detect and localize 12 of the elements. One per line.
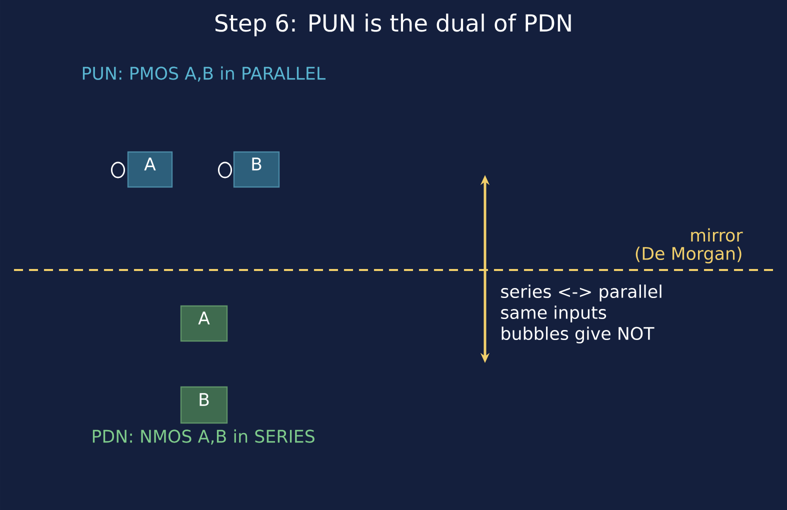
pmos-box: A — [127, 151, 173, 188]
note-text: same inputs — [501, 306, 606, 322]
pmos-box: B — [233, 151, 280, 188]
mirror-note: mirror — [691, 228, 743, 242]
network-label: PUN: PMOS A,B in PARALLEL — [82, 66, 326, 82]
network-label: PDN: NMOS A,B in SERIES — [92, 429, 314, 445]
mirror-note: (De Morgan) — [636, 246, 742, 264]
title: Step 6: PUN is the dual of PDN — [215, 14, 571, 36]
note-text: bubbles give NOT — [502, 326, 654, 344]
nmos-box: A — [180, 305, 228, 342]
nmos-box: B — [180, 386, 228, 424]
note-text: series <-> parallel — [501, 284, 662, 302]
